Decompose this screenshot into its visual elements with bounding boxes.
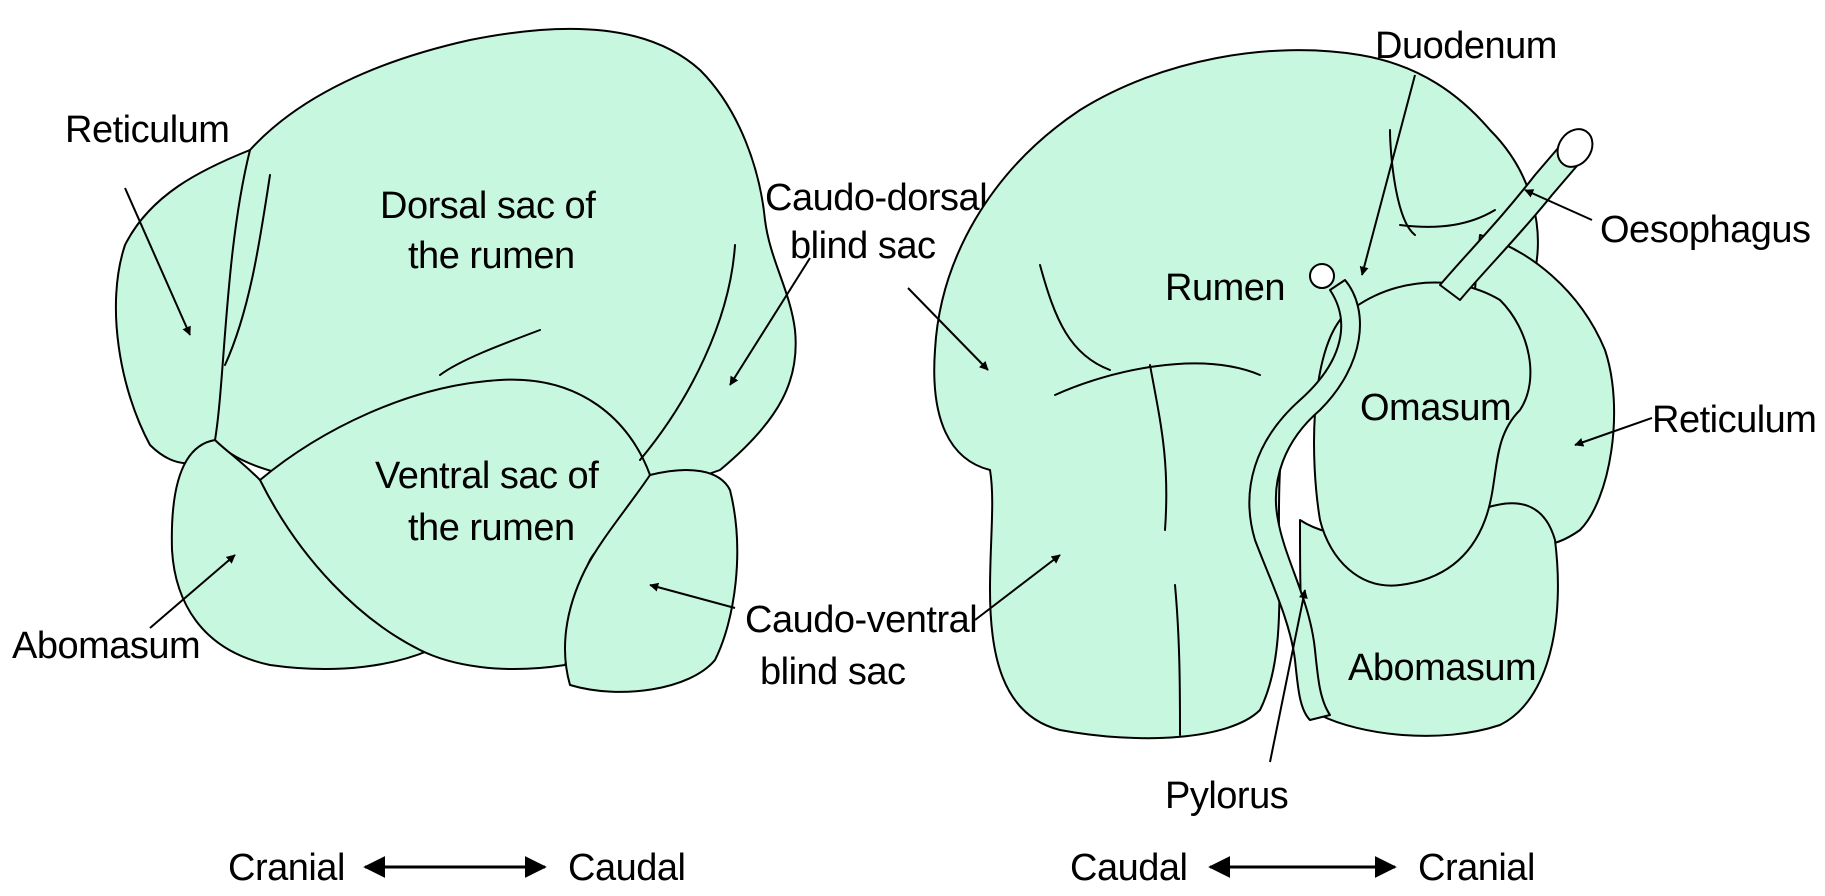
label-right-pylorus: Pylorus bbox=[1165, 775, 1288, 817]
label-right-rumen: Rumen bbox=[1165, 267, 1285, 309]
label-right-abomasum: Abomasum bbox=[1348, 647, 1536, 689]
label-left-ventral-sac-1: Ventral sac of bbox=[375, 455, 599, 497]
right-stomach-view: Duodenum Oesophagus Rumen Omasum Reticul… bbox=[908, 25, 1816, 889]
right-orientation-cranial: Cranial bbox=[1418, 847, 1535, 889]
label-right-duodenum: Duodenum bbox=[1375, 25, 1557, 67]
label-left-ventral-sac-2: the rumen bbox=[408, 507, 575, 549]
label-right-reticulum: Reticulum bbox=[1652, 399, 1816, 441]
label-left-reticulum: Reticulum bbox=[65, 109, 229, 151]
label-left-caudo-dorsal-1: Caudo-dorsal bbox=[765, 177, 987, 219]
left-orientation-caudal: Caudal bbox=[568, 847, 685, 889]
label-left-dorsal-sac-1: Dorsal sac of bbox=[380, 185, 596, 227]
label-left-dorsal-sac-2: the rumen bbox=[408, 235, 575, 277]
label-left-caudo-ventral-2: blind sac bbox=[760, 651, 905, 693]
label-left-abomasum: Abomasum bbox=[12, 625, 200, 667]
right-orientation-caudal: Caudal bbox=[1070, 847, 1187, 889]
left-stomach-view: Reticulum Dorsal sac of the rumen Caudo-… bbox=[12, 29, 987, 889]
duodenum-opening bbox=[1310, 264, 1334, 288]
label-right-oesophagus: Oesophagus bbox=[1600, 209, 1811, 251]
label-right-omasum: Omasum bbox=[1360, 387, 1511, 429]
left-orientation-cranial: Cranial bbox=[228, 847, 345, 889]
label-left-caudo-dorsal-2: blind sac bbox=[790, 225, 935, 267]
label-left-caudo-ventral-1: Caudo-ventral bbox=[745, 599, 977, 641]
